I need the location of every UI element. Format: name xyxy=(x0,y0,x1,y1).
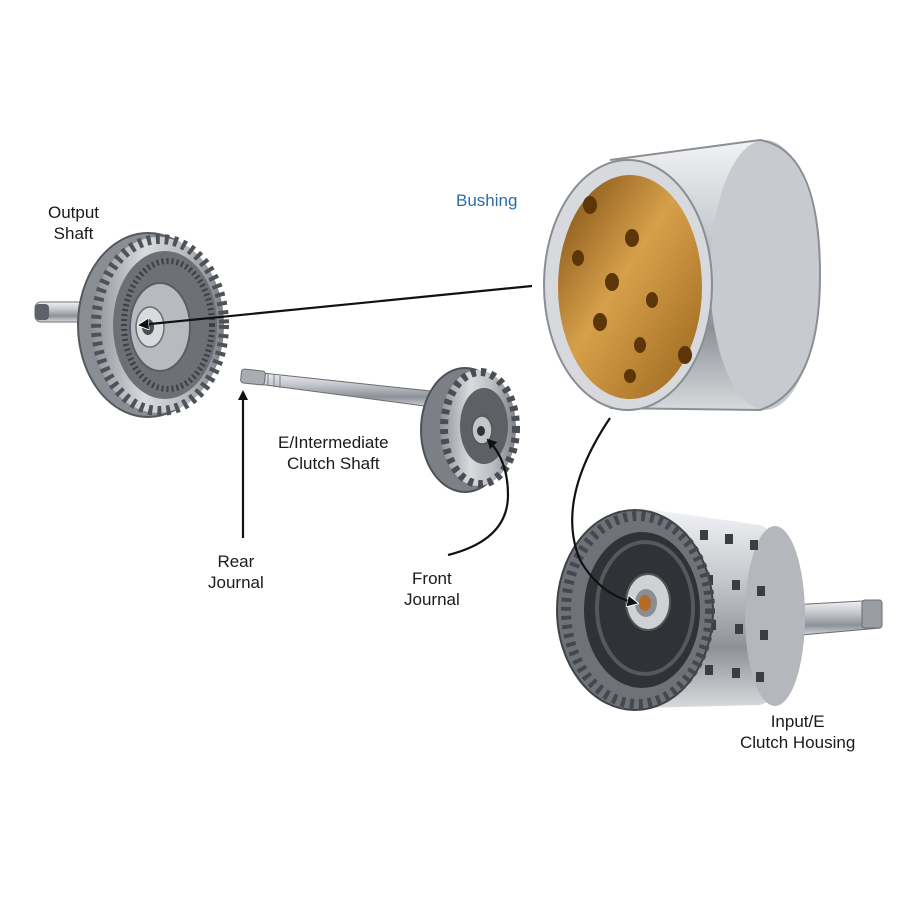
clutch-housing-label-line2: Clutch Housing xyxy=(740,733,856,752)
clutch-shaft-label-line1: E/Intermediate xyxy=(278,433,389,452)
clutch-shaft-part xyxy=(240,367,520,493)
output-shaft-label-line1: Output xyxy=(48,203,100,222)
front-journal-label-line1: Front xyxy=(412,569,452,588)
output-shaft-label-line2: Shaft xyxy=(53,224,94,243)
clutch-housing-label-line1: Input/E xyxy=(770,712,825,731)
clutch-housing-part xyxy=(556,508,883,711)
output-shaft-label: Output Shaft xyxy=(48,202,99,244)
bushing-label: Bushing xyxy=(456,190,517,211)
rear-journal-label-line2: Journal xyxy=(208,573,264,592)
front-journal-label-line2: Journal xyxy=(404,590,460,609)
output-shaft-part xyxy=(34,232,229,418)
bushing-label-line1: Bushing xyxy=(456,191,518,210)
front-journal-label: Front Journal xyxy=(404,568,460,610)
rear-journal-label-line1: Rear xyxy=(217,552,255,571)
clutch-shaft-label-line2: Clutch Shaft xyxy=(286,454,380,473)
rear-journal-label: Rear Journal xyxy=(208,551,264,593)
clutch-housing-label: Input/E Clutch Housing xyxy=(740,711,855,753)
arrow-front-journal xyxy=(447,438,510,557)
bushing-part xyxy=(543,138,822,412)
arrow-bushing-to-output-shaft xyxy=(140,284,533,325)
arrow-bushing-to-clutch-housing xyxy=(571,417,636,603)
clutch-shaft-label: E/Intermediate Clutch Shaft xyxy=(278,432,389,474)
